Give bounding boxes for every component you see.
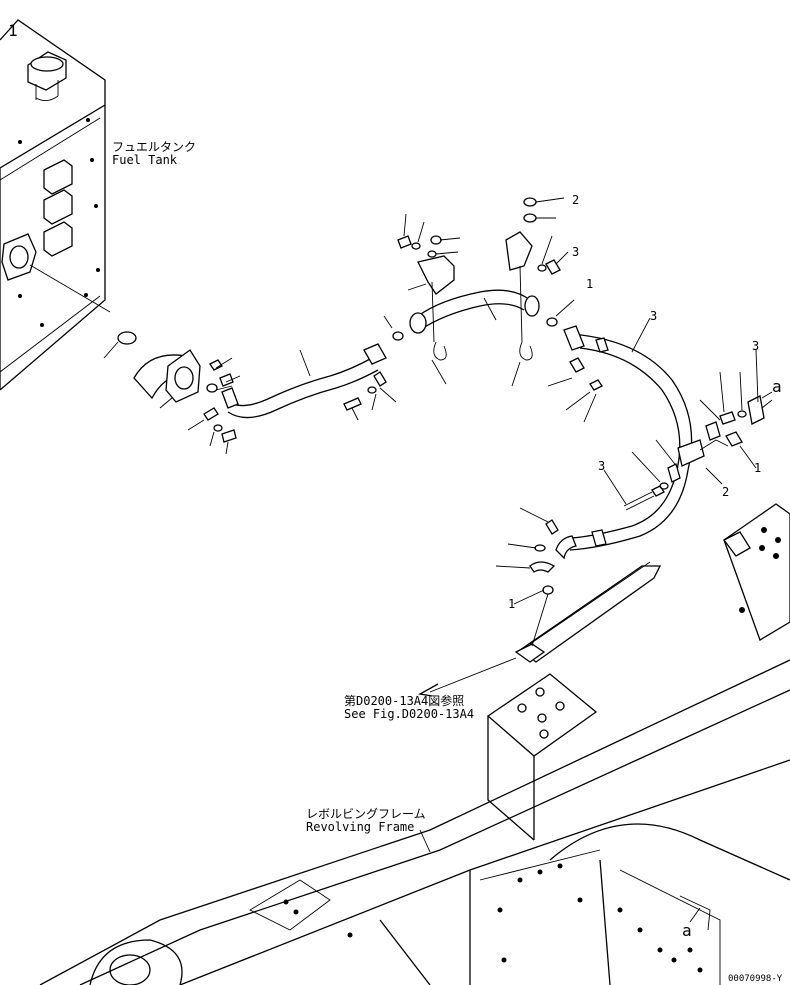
- labels: フュエルタンク Fuel Tank 第D0200-13A4図参照 See Fig…: [8, 21, 783, 984]
- see-fig-label-en: See Fig.D0200-13A4: [344, 707, 474, 721]
- callout-3: 3: [572, 245, 579, 259]
- callout-1: 1: [754, 461, 761, 475]
- mid-pipe: [409, 231, 575, 387]
- flange-bolts: [187, 357, 241, 455]
- bracket-a-top: [699, 349, 773, 425]
- hose-clamp-bolts: [343, 315, 404, 421]
- hose-2: [555, 317, 757, 560]
- callout-1: 1: [586, 277, 593, 291]
- callout-3: 3: [650, 309, 657, 323]
- o-ring: [117, 331, 137, 345]
- revolving-frame: [39, 503, 790, 985]
- marker-a-bottom: a: [682, 921, 692, 940]
- callout-3: 3: [752, 339, 759, 353]
- callout-2: 2: [572, 193, 579, 207]
- frame-label-jp: レボルビングフレーム: [306, 807, 426, 821]
- elbow-flange: [133, 349, 201, 409]
- lower-bolts: [495, 357, 603, 573]
- drawing-id: 00070998-Y: [728, 974, 783, 984]
- callout-2: 2: [722, 485, 729, 499]
- bracket-bolts-left: [397, 213, 461, 291]
- marker-a-top: a: [772, 377, 782, 396]
- callout-1: 1: [508, 597, 515, 611]
- return-tube: [418, 561, 662, 697]
- callout-3: 3: [598, 459, 605, 473]
- fuel-tank: [0, 19, 111, 391]
- corner-mark: 1: [8, 21, 18, 40]
- see-fig-label-jp: 第D0200-13A4図参照: [344, 693, 464, 708]
- bracket-bolts-right: [523, 197, 569, 275]
- frame-label-en: Revolving Frame: [306, 820, 414, 834]
- fuel-tank-label-jp: フュエルタンク: [112, 140, 196, 154]
- hose-1: [221, 343, 387, 419]
- fuel-tank-label-en: Fuel Tank: [112, 153, 178, 167]
